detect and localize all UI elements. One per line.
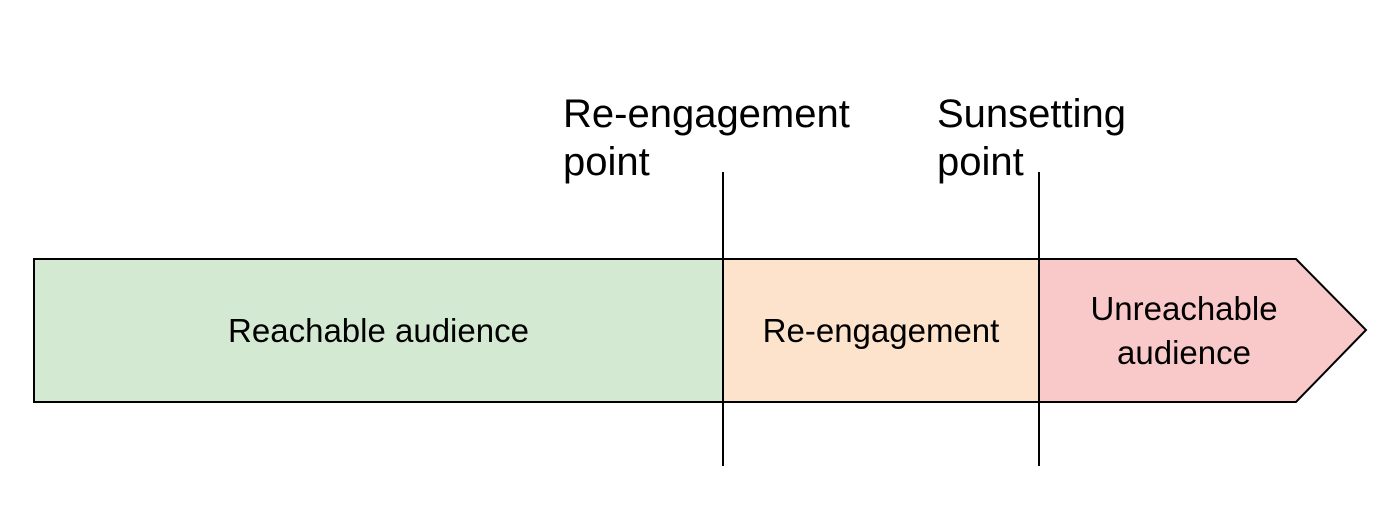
re-engagement-point-label: Re-engagement point bbox=[563, 92, 850, 184]
re-engagement-label: Re-engagement bbox=[762, 311, 1000, 349]
unreachable-audience-label: Unreachable audience bbox=[1090, 289, 1278, 371]
reachable-audience-label: Reachable audience bbox=[228, 311, 529, 349]
sunsetting-point-label: Sunsetting point bbox=[937, 92, 1127, 184]
segment-reachable-audience bbox=[33, 258, 724, 403]
segment-re-engagement bbox=[722, 258, 1040, 403]
